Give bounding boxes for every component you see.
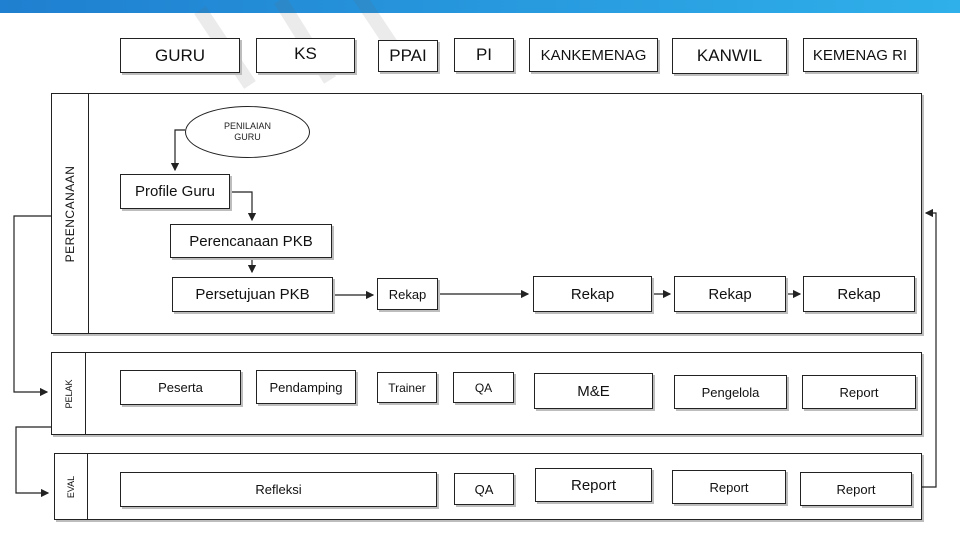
box-rekap-3: Rekap (674, 276, 786, 312)
box-qa-pelak: QA (453, 372, 514, 403)
panel-perencanaan-label-cell: PERENCANAAN (52, 94, 89, 333)
box-pendamping: Pendamping (256, 370, 356, 404)
box-profile-guru: Profile Guru (120, 174, 230, 209)
box-persetujuan-pkb: Persetujuan PKB (172, 277, 333, 312)
role-guru: GURU (120, 38, 240, 73)
top-accent-bar (0, 0, 960, 13)
role-ks: KS (256, 38, 355, 73)
box-pengelola: Pengelola (674, 375, 787, 409)
box-rekap-2: Rekap (533, 276, 652, 312)
role-ppai: PPAI (378, 40, 438, 72)
box-peserta: Peserta (120, 370, 241, 405)
role-pi: PI (454, 38, 514, 72)
box-trainer: Trainer (377, 372, 437, 403)
role-kankemenag: KANKEMENAG (529, 38, 658, 72)
box-rekap-1: Rekap (377, 278, 438, 310)
box-monev: M&E (534, 373, 653, 409)
panel-eval-label-cell: EVAL (55, 454, 88, 519)
box-report-pelak: Report (802, 375, 916, 409)
ellipse-line-1: PENILAIAN (223, 121, 272, 131)
box-perencanaan-pkb: Perencanaan PKB (170, 224, 332, 258)
role-kanwil: KANWIL (672, 38, 787, 74)
panel-pelak-label-cell: PELAK (52, 353, 86, 434)
box-rekap-4: Rekap (803, 276, 915, 312)
box-qa-eval: QA (454, 473, 514, 505)
box-report-eval-2: Report (672, 470, 786, 504)
ellipse-penilaian-guru: PENILAIAN GURU (185, 106, 310, 158)
box-refleksi: Refleksi (120, 472, 437, 507)
ellipse-line-2: GURU (234, 132, 261, 142)
box-report-eval-3: Report (800, 472, 912, 506)
box-report-eval-1: Report (535, 468, 652, 502)
role-kemenag-ri: KEMENAG RI (803, 38, 917, 72)
